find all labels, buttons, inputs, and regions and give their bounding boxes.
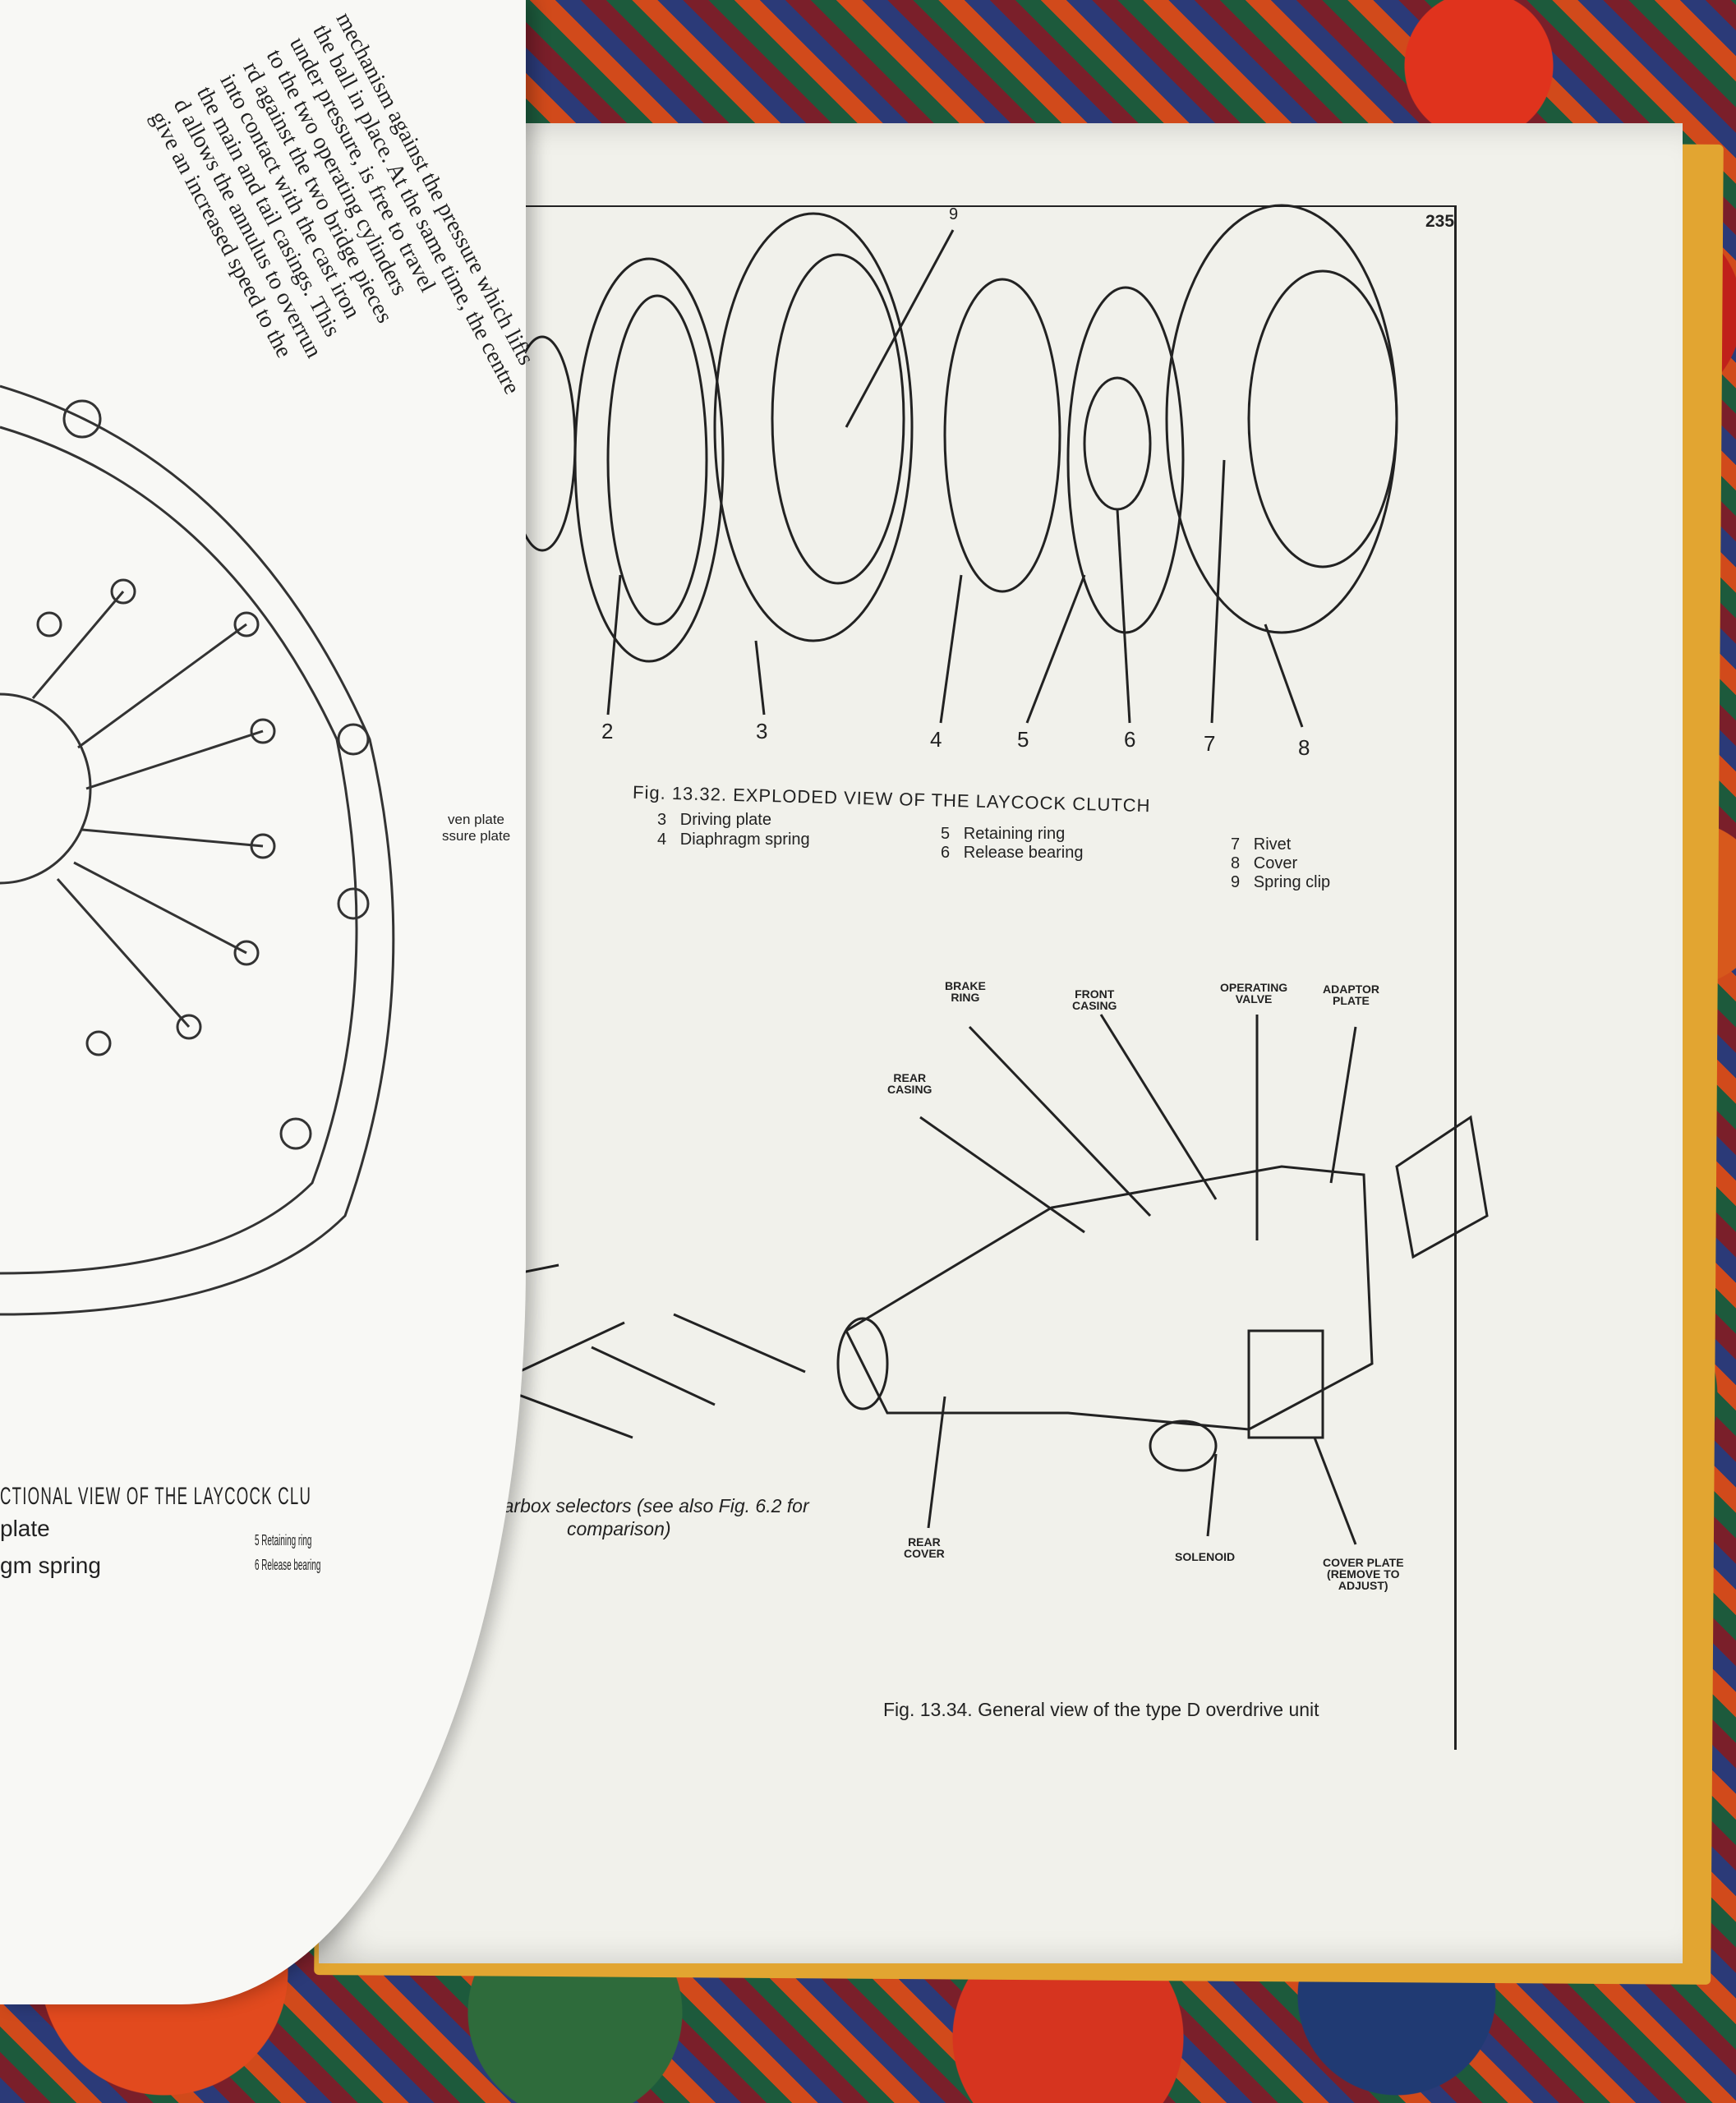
label-rear-cover: REAR COVER — [904, 1535, 945, 1560]
left-legend-item-4: 6 Release bearing — [255, 1557, 321, 1573]
page-frame-top — [361, 205, 1454, 207]
fig-13-32-legend-col1-item1: 3 Driving plate — [657, 811, 771, 829]
fig-13-32-legend-col3-item2: 8 Cover — [1231, 854, 1298, 872]
left-legend-item-2: gm spring — [0, 1553, 101, 1578]
fig-13-32-legend-col2-item2: 6 Release bearing — [941, 844, 1084, 862]
solenoid-drawing — [1149, 1420, 1218, 1472]
left-caption-fragment: CTIONAL VIEW OF THE LAYCOCK CLU — [0, 1483, 312, 1510]
callout-2: 2 — [601, 719, 614, 743]
left-cut-label-2: ssure plate — [442, 828, 511, 844]
driving-plate-drawing — [573, 257, 725, 663]
label-rear-casing: REAR CASING — [887, 1071, 932, 1096]
callout-8: 8 — [1298, 735, 1310, 760]
label-front-casing: FRONT CASING — [1072, 987, 1117, 1012]
release-bearing-drawing — [1083, 376, 1152, 511]
page-number: 235 — [1425, 212, 1455, 231]
left-cut-label-1: ven plate — [448, 812, 504, 827]
page-frame-right — [1454, 205, 1457, 1750]
left-legend-item-1: plate — [0, 1516, 50, 1541]
callout-5: 5 — [1017, 727, 1029, 752]
label-solenoid: SOLENOID — [1175, 1550, 1236, 1563]
label-brake-ring: BRAKE RING — [945, 979, 986, 1004]
diaphragm-spring-drawing — [943, 278, 1061, 593]
clutch-cover-drawing — [713, 212, 914, 642]
fig-13-32-legend-col3-item3: 9 Spring clip — [1231, 873, 1331, 891]
fig-13-32-legend-col2-item1: 5 Retaining ring — [941, 825, 1066, 843]
callout-6: 6 — [1124, 727, 1136, 752]
overdrive-unit-drawing — [845, 1165, 1374, 1431]
cover-drawing — [1165, 204, 1398, 634]
label-operating-valve: OPERATING VALVE — [1220, 981, 1288, 1005]
label-adaptor-plate: ADAPTOR PLATE — [1323, 982, 1379, 1007]
fig-13-33-caption-line2: comparison) — [567, 1518, 671, 1539]
callout-3: 3 — [756, 719, 768, 743]
callout-7: 7 — [1204, 731, 1216, 756]
callout-4: 4 — [930, 727, 942, 752]
fig-13-32-legend-col1-item2: 4 Diaphragm spring — [657, 831, 810, 849]
left-page: mechanism against the pressure which lif… — [0, 0, 539, 2004]
label-cover-plate: COVER PLATE (REMOVE TO ADJUST) — [1323, 1556, 1404, 1592]
callout-9: 9 — [949, 205, 959, 223]
sectional-clutch-drawing — [0, 384, 395, 1316]
left-legend-item-3: 5 Retaining ring — [255, 1532, 312, 1548]
fig-13-32-legend-col3-item1: 7 Rivet — [1231, 835, 1292, 854]
fig-13-34-caption: Fig. 13.34. General view of the type D o… — [883, 1699, 1319, 1720]
